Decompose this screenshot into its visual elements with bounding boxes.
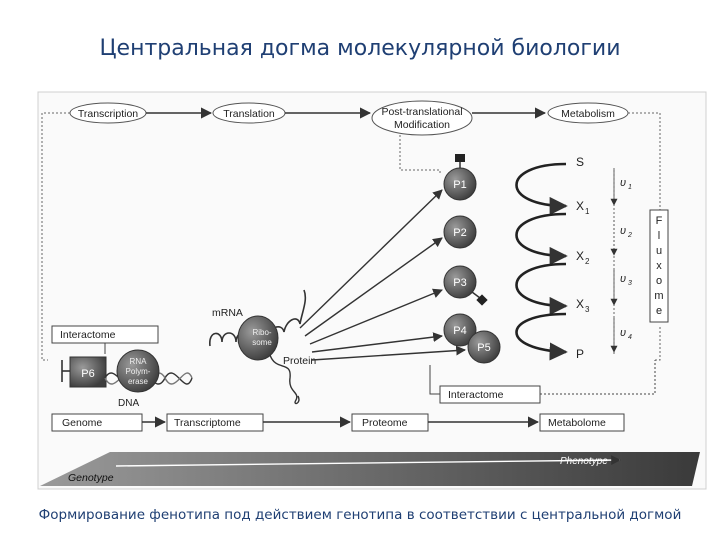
svg-text:u: u <box>656 245 662 257</box>
protein-p4 <box>443 313 477 347</box>
interactome-right-link <box>429 365 440 395</box>
fluxome-box <box>649 209 669 323</box>
metabolite-x1: X <box>576 199 584 213</box>
rna-polymerase <box>116 349 160 393</box>
svg-text:m: m <box>654 290 663 302</box>
ribosome <box>237 315 279 361</box>
rnap-label-2: Polym- <box>126 367 151 376</box>
protein-p3 <box>443 265 477 299</box>
protein-p5 <box>467 330 501 364</box>
fan-arrows <box>299 189 466 361</box>
dna-label: DNA <box>118 398 139 409</box>
protein-chain <box>269 354 300 405</box>
dotted-connectors <box>41 112 661 361</box>
interactome-left-label: Interactome <box>60 329 116 341</box>
svg-text:e: e <box>656 305 662 317</box>
metabolite-s: S <box>576 155 584 169</box>
ribosome-label-1: Ribo- <box>252 328 271 337</box>
bottom-flow: Genome Transcriptome Proteome Metabolome <box>51 413 625 432</box>
proteins: P1 P2 P3 P4 P5 <box>443 154 501 364</box>
metabolism-label: Metabolism <box>561 108 615 120</box>
genotype-label: Genotype <box>68 472 114 484</box>
flux-v4: υ <box>620 327 626 339</box>
fluxome-letters: F l u x o m e <box>654 215 663 317</box>
metabolite-p: P <box>576 347 584 361</box>
p3-modification <box>476 294 488 306</box>
mrna-label: mRNA <box>212 307 243 319</box>
protein-p3-label: P3 <box>453 277 466 289</box>
flux-v4-sub: 4 <box>628 334 632 341</box>
metabolite-x2-sub: 2 <box>585 257 590 266</box>
svg-text:F: F <box>656 215 663 227</box>
metabolite-x1-sub: 1 <box>585 207 590 216</box>
flux-v3-sub: 3 <box>628 280 632 287</box>
metabolome-box <box>539 413 625 432</box>
top-flow: Transcription Translation Post-translati… <box>69 100 629 136</box>
svg-text:x: x <box>656 260 662 272</box>
svg-text:o: o <box>656 275 662 287</box>
genome-label: Genome <box>62 417 102 429</box>
metabolites: S X 1 X 2 X 3 P <box>576 155 590 361</box>
metabolite-x2: X <box>576 249 584 263</box>
rnap-label-1: RNA <box>130 357 148 366</box>
flux-v3: υ <box>620 273 626 285</box>
protein-p1-label: P1 <box>453 179 466 191</box>
protein-p2-label: P2 <box>453 227 466 239</box>
p1-modification <box>455 154 465 162</box>
figure-caption: Формирование фенотипа под действием гено… <box>38 507 682 523</box>
interactome-right-label: Interactome <box>448 389 504 401</box>
protein-p4-label: P4 <box>453 325 466 337</box>
ptm-node <box>371 100 473 136</box>
flux-v2-sub: 2 <box>627 232 632 239</box>
protein-p2 <box>443 215 477 249</box>
transcriptome-label: Transcriptome <box>174 417 241 429</box>
phenotype-label: Phenotype <box>560 456 608 467</box>
translation-label: Translation <box>223 108 275 120</box>
proteome-label: Proteome <box>362 417 408 429</box>
protein-p5-label: P5 <box>477 342 490 354</box>
page-title: Центральная догма молекулярной биологии <box>99 36 621 61</box>
genotype-phenotype-arrow <box>115 455 621 467</box>
metabolite-x3-sub: 3 <box>585 305 590 314</box>
flux-v2: υ <box>620 225 626 237</box>
metabolome-label: Metabolome <box>548 417 606 429</box>
catalytic-arcs <box>515 162 568 361</box>
rnap-label-3: erase <box>128 377 149 386</box>
ptm-label-line2: Modification <box>394 119 450 131</box>
ribosome-label-2: some <box>252 338 272 347</box>
transcription-label: Transcription <box>78 108 138 120</box>
p6-box <box>69 356 107 388</box>
ptm-label-line1: Post-translational <box>381 106 462 118</box>
protein-label: Protein <box>283 355 316 367</box>
p6-label: P6 <box>81 368 94 380</box>
svg-text:l: l <box>658 230 660 242</box>
flux-v1-sub: 1 <box>628 184 632 191</box>
metabolite-x3: X <box>576 297 584 311</box>
flux-v1: υ <box>620 177 626 189</box>
